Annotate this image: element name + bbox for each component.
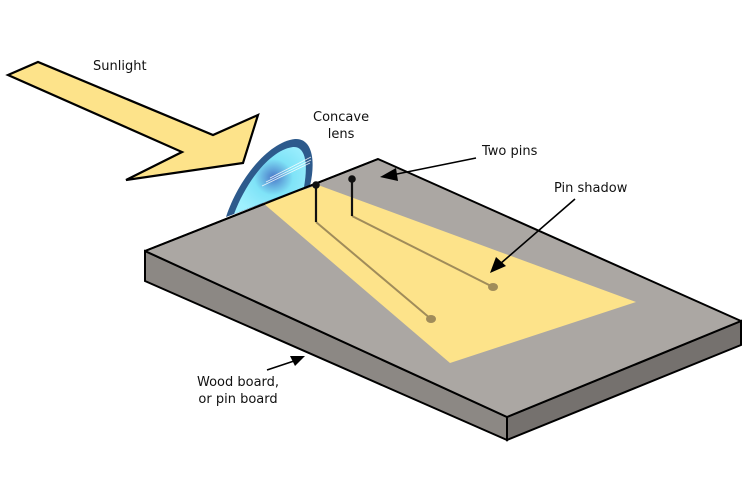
pin-shadow-label: Pin shadow: [554, 181, 628, 196]
wood-board-label-line2: or pin board: [198, 392, 278, 407]
pin-shadows: [315, 215, 498, 323]
sunlight-arrow: [5, 60, 260, 182]
pins: [312, 175, 356, 222]
sunlight-label: Sunlight: [93, 59, 147, 74]
pointer-arrows: [266, 157, 576, 371]
concave-lens-label-line2: lens: [327, 127, 355, 142]
concave-lens-label-line1: Concave: [313, 110, 370, 125]
light-beam: [263, 185, 636, 363]
wood-board-label-line1: Wood board,: [197, 375, 280, 390]
pin-shadow-pointer: [499, 198, 576, 265]
two-pins-label: Two pins: [482, 144, 538, 159]
wood-board-pointer: [266, 359, 298, 371]
wood-board-label: Wood board, or pin board: [197, 374, 279, 408]
concave-lens: [226, 138, 313, 217]
two-pins-pointer: [391, 157, 477, 176]
concave-lens-label: Concave lens: [313, 109, 369, 143]
